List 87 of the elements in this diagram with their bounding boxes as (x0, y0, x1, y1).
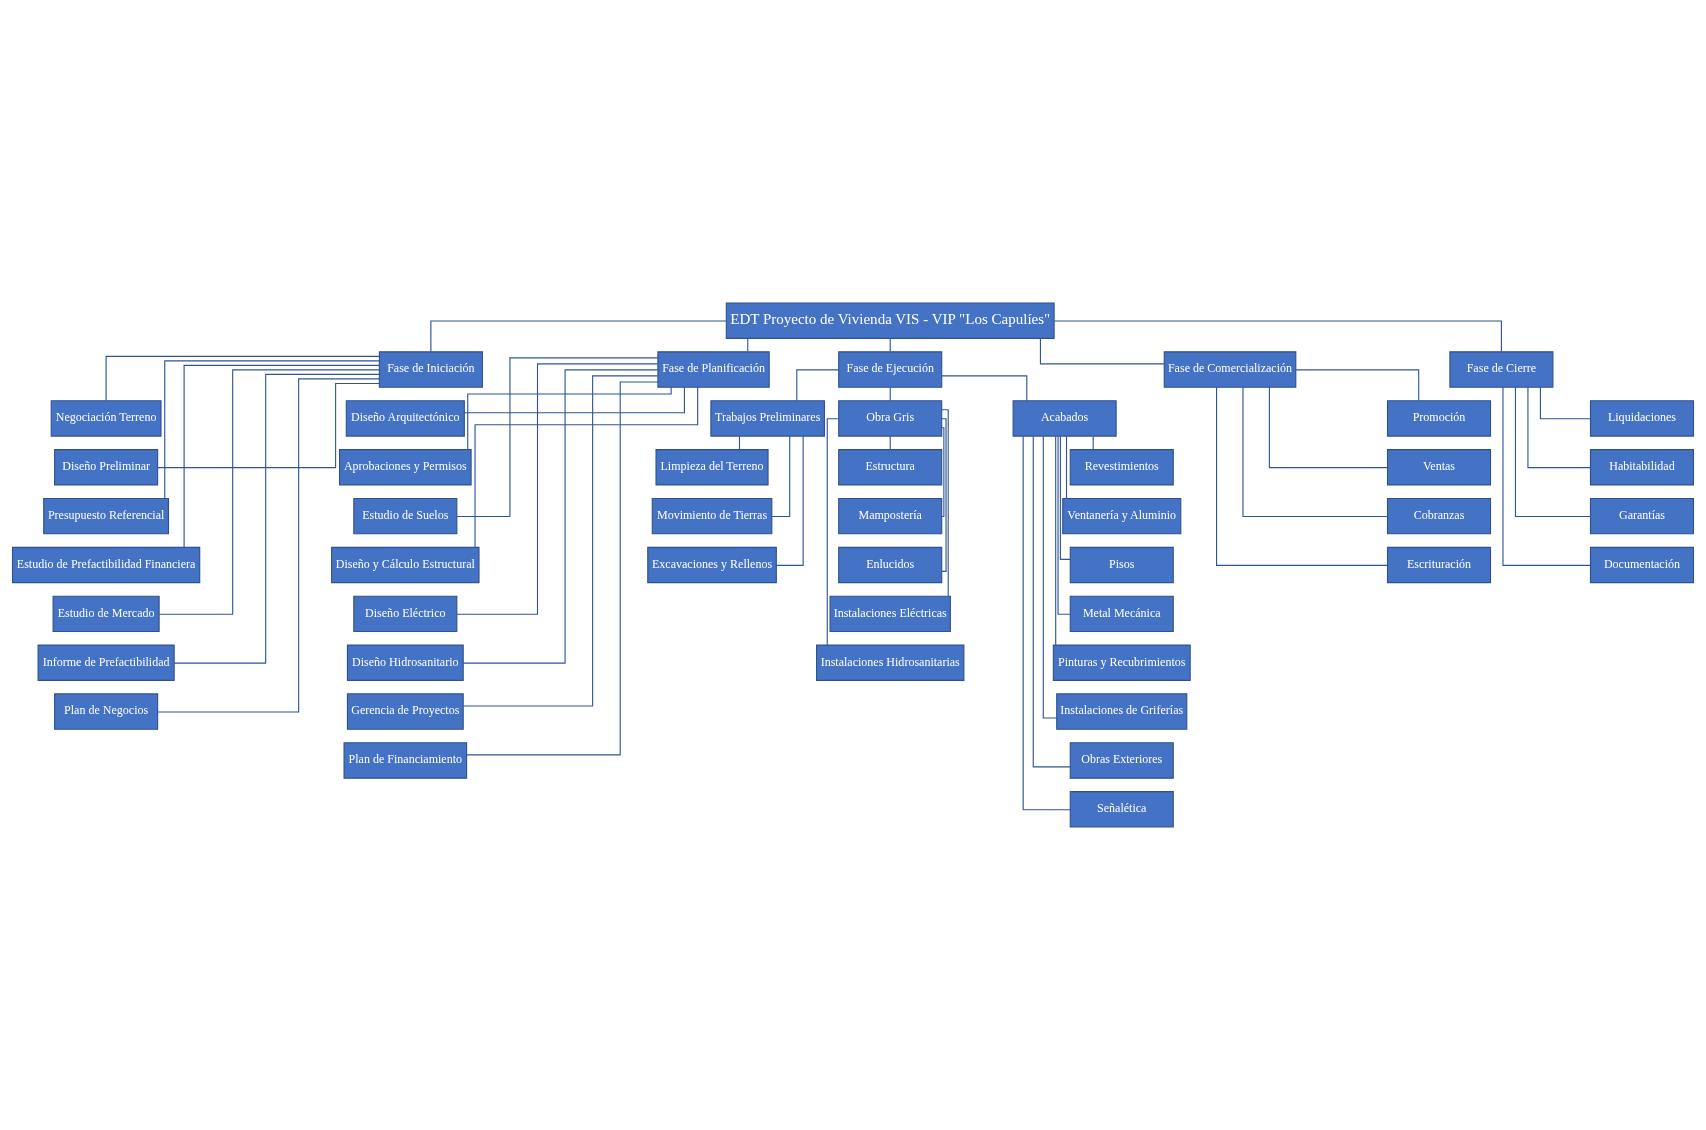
connector (467, 386, 672, 451)
node-box: Habitabilidad (1589, 449, 1695, 486)
node-box: Diseño y Cálculo Estructural (331, 546, 480, 584)
node-box: Diseño Hidrosanitario (346, 644, 464, 681)
connector (1032, 435, 1071, 768)
connector (463, 386, 685, 414)
node-box: Cobranzas (1386, 497, 1492, 535)
node-box: Enlucidos (838, 546, 943, 584)
connector (826, 418, 840, 646)
node-box: Informe de Prefactibilidad (37, 644, 175, 681)
node-box: Presupuesto Referencial (43, 497, 170, 535)
node-box: Ventas (1386, 449, 1492, 486)
node-box: EDT Proyecto de Vivienda VIS - VIP "Los Capulíes" (725, 302, 1055, 339)
node-box: Instalaciones Eléctricas (829, 595, 951, 633)
connector (157, 378, 380, 713)
node-box: Fase de Planificación (657, 351, 770, 388)
node-box: Señalética (1069, 791, 1174, 828)
connector (1514, 386, 1591, 518)
connector (1527, 386, 1591, 469)
connector (941, 418, 947, 572)
connector (105, 355, 380, 402)
connector (158, 369, 380, 615)
connector (474, 386, 699, 548)
node-box: Diseño Preliminar (54, 449, 159, 486)
node-box: Estudio de Suelos (353, 497, 458, 535)
connector (164, 360, 380, 499)
node-box: Pinturas y Recubrimientos (1052, 644, 1191, 681)
node-box: Mampostería (838, 497, 943, 535)
connector (157, 382, 380, 469)
connector (1022, 435, 1071, 811)
connector (1042, 435, 1058, 719)
node-box: Garantías (1589, 497, 1695, 535)
node-box: Fase de Cierre (1449, 351, 1554, 388)
connector (456, 357, 659, 518)
connector (941, 427, 945, 518)
connector (456, 363, 659, 615)
connector (1055, 435, 1057, 646)
node-box: Diseño Eléctrico (353, 595, 458, 633)
connector (430, 320, 727, 353)
connector (771, 435, 791, 518)
connector (1502, 386, 1591, 566)
node-box: Limpieza del Terreno (655, 449, 769, 486)
connector (1039, 337, 1165, 365)
connector (183, 364, 380, 548)
connector (1216, 386, 1388, 566)
node-box: Excavaciones y Rellenos (647, 546, 777, 584)
connector (1539, 386, 1591, 420)
connector (1295, 369, 1420, 402)
node-box: Negociación Terreno (50, 400, 162, 437)
node-box: Estudio de Mercado (52, 595, 160, 633)
node-box: Diseño Arquitectónico (345, 400, 465, 437)
node-box: Documentación (1589, 546, 1695, 584)
connector (1057, 435, 1071, 615)
connector (1268, 386, 1388, 469)
node-box: Fase de Iniciación (378, 351, 483, 388)
node-box: Estudio de Prefactibilidad Financiera (11, 546, 201, 584)
connector (941, 375, 1028, 402)
node-box: Metal Mecánica (1069, 595, 1174, 633)
node-box: Fase de Ejecución (838, 351, 943, 388)
node-box: Plan de Financiamiento (343, 742, 468, 779)
connector (466, 381, 659, 756)
connector (1242, 386, 1389, 518)
connector (1065, 435, 1068, 499)
node-box: Instalaciones de Griferías (1056, 693, 1188, 730)
node-box: Plan de Negocios (54, 693, 159, 730)
node-box: Fase de Comercialización (1163, 351, 1297, 388)
node-box: Instalaciones Hidrosanitarias (815, 644, 965, 681)
node-box: Ventanería y Aluminio (1062, 497, 1182, 535)
node-box: Acabados (1012, 400, 1117, 437)
node-box: Estructura (838, 449, 943, 486)
node-box: Obra Gris (838, 400, 943, 437)
connector (1059, 435, 1071, 560)
node-box: Gerencia de Proyectos (346, 693, 464, 730)
connector (775, 435, 804, 566)
node-box: Trabajos Preliminares (710, 400, 825, 437)
node-box: Obras Exteriores (1069, 742, 1174, 779)
node-box: Escrituración (1386, 546, 1492, 584)
node-box: Aprobaciones y Permisos (338, 449, 472, 486)
node-box: Liquidaciones (1589, 400, 1695, 437)
node-box: Revestimientos (1069, 449, 1174, 486)
node-box: Movimiento de Tierras (651, 497, 773, 535)
connector (941, 409, 949, 597)
connector (173, 373, 380, 664)
node-box: Pisos (1069, 546, 1174, 584)
connector (796, 369, 840, 402)
node-box: Promoción (1386, 400, 1492, 437)
connector (1053, 320, 1502, 353)
